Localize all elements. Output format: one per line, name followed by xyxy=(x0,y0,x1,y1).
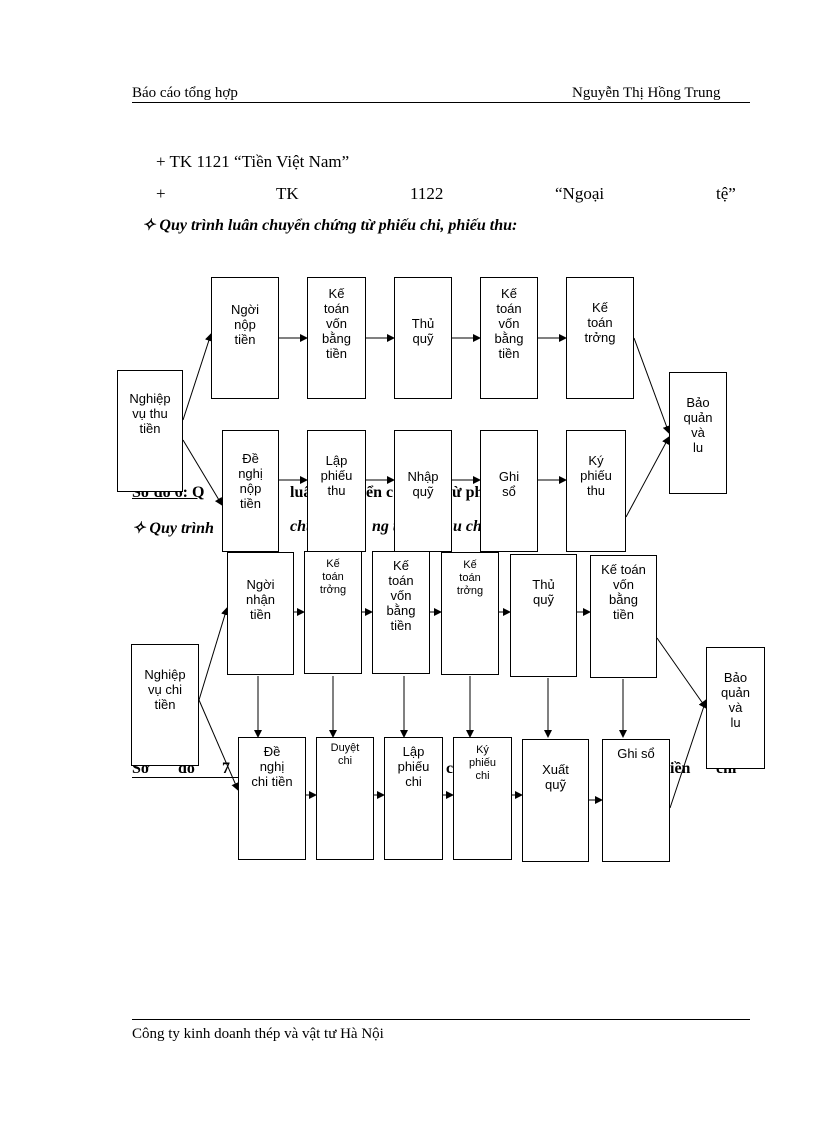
chi-bottom-label-3: Lập phiếu chi xyxy=(397,744,430,789)
chi-top-label-1: Ngời nhận tiền xyxy=(246,577,275,622)
chi-bottom-node-4: Ký phiếu chi xyxy=(453,737,512,860)
chi-top-node-4: Kế toán trởng xyxy=(441,552,499,675)
chi-top-node-1: Ngời nhận tiền xyxy=(227,552,294,675)
thu-top-label-4: Kế toán vốn bằng tiền xyxy=(494,286,524,361)
header-right: Nguyễn Thị Hồng Trung xyxy=(572,85,721,101)
thu-bottom-label-1: Đề nghị nộp tiền xyxy=(238,451,263,511)
tk-1122-ngoai: “Ngoại xyxy=(555,184,605,203)
thu-top-node-2: Kế toán vốn bằng tiền xyxy=(307,277,366,399)
footer-text: Công ty kinh doanh thép và vật tư Hà Nội xyxy=(132,1026,384,1042)
chi-top-label-6: Kế toán vốn bằng tiền xyxy=(601,562,646,622)
chi-bottom-label-4: Ký phiếu chi xyxy=(469,744,496,782)
caption-so-do-7-tien: iền xyxy=(670,760,691,777)
chi-bottom-label-2: Duyệt chi xyxy=(330,742,360,767)
thu-start-node: Nghiệp vụ thu tiền xyxy=(117,370,183,492)
chi-bottom-label-5: Xuất quỹ xyxy=(542,762,569,792)
thu-end-label: Bảo quản và lu xyxy=(683,395,713,455)
chi-top-label-2: Kế toán trởng xyxy=(319,558,347,596)
chi-start-node: Nghiệp vụ chi tiền xyxy=(131,644,199,766)
thu-start-label: Nghiệp vụ thu tiền xyxy=(129,391,171,436)
chi-top-node-2: Kế toán trởng xyxy=(304,551,362,674)
thu-bottom-label-3: Nhập quỹ xyxy=(407,469,439,499)
thu-top-label-3: Thủ quỹ xyxy=(411,316,435,346)
chi-bottom-label-1: Đề nghị chi tiền xyxy=(251,744,293,789)
chi-bottom-label-6: Ghi sổ xyxy=(617,746,655,761)
tk-1122-tk: TK xyxy=(276,184,299,203)
chi-end-label: Bảo quản và lu xyxy=(721,670,750,730)
thu-top-node-3: Thủ quỹ xyxy=(394,277,452,399)
thu-bottom-node-1: Đề nghị nộp tiền xyxy=(222,430,279,552)
heading-chi-fragment-b: ng t xyxy=(372,518,398,535)
thu-top-node-5: Kế toán trởng xyxy=(566,277,634,399)
thu-top-label-2: Kế toán vốn bằng tiền xyxy=(322,286,351,361)
chi-bottom-node-6: Ghi sổ xyxy=(602,739,670,862)
chi-top-label-5: Thủ quỹ xyxy=(532,577,555,607)
thu-top-node-4: Kế toán vốn bằng tiền xyxy=(480,277,538,399)
thu-bottom-node-5: Ký phiếu thu xyxy=(566,430,626,552)
chi-start-label: Nghiệp vụ chi tiền xyxy=(144,667,186,712)
caption-7-underline xyxy=(132,777,242,778)
chi-top-label-3: Kế toán vốn bằng tiền xyxy=(386,558,416,633)
thu-top-label-5: Kế toán trởng xyxy=(584,300,616,345)
caption-6-fragment-b: ển c xyxy=(366,484,394,501)
heading-chi-process: ✧ Quy trình xyxy=(132,520,214,537)
heading-thu-process: ✧ Quy trình luân chuyển chứng từ phiếu c… xyxy=(142,217,518,234)
chi-bottom-node-2: Duyệt chi xyxy=(316,737,374,860)
chi-bottom-node-1: Đề nghị chi tiền xyxy=(238,737,306,860)
thu-bottom-label-5: Ký phiếu thu xyxy=(580,453,612,498)
thu-bottom-node-2: Lập phiếu thu xyxy=(307,430,366,552)
chi-end-node: Bảo quản và lu xyxy=(706,647,765,769)
thu-top-node-1: Ngời nộp tiền xyxy=(211,277,279,399)
caption-6-fragment-c: ừ ph xyxy=(452,484,484,501)
chi-top-label-4: Kế toán trởng xyxy=(456,559,484,597)
thu-bottom-label-4: Ghi sổ xyxy=(498,469,520,499)
chi-bottom-node-5: Xuất quỹ xyxy=(522,739,589,862)
thu-end-node: Bảo quản và lu xyxy=(669,372,727,494)
chi-top-node-3: Kế toán vốn bằng tiền xyxy=(372,551,430,674)
chi-top-node-6: Kế toán vốn bằng tiền xyxy=(590,555,657,678)
tk-1122-te: tệ” xyxy=(716,184,736,203)
footer-rule xyxy=(132,1019,750,1020)
heading-chi-fragment-c: u chi xyxy=(453,518,487,535)
tk-1122-plus: + xyxy=(156,184,166,203)
caption-6-fragment-a: luâ xyxy=(290,484,312,501)
header-left: Báo cáo tổng hợp xyxy=(132,85,238,101)
thu-top-label-1: Ngời nộp tiền xyxy=(230,302,260,347)
chi-bottom-node-3: Lập phiếu chi xyxy=(384,737,443,860)
chi-top-node-5: Thủ quỹ xyxy=(510,554,577,677)
caption-so-do-7-c: c xyxy=(446,760,454,777)
header-rule xyxy=(132,102,750,103)
thu-bottom-node-4: Ghi sổ xyxy=(480,430,538,552)
caption-so-do-7-num: 7 xyxy=(222,760,230,777)
thu-bottom-label-2: Lập phiếu thu xyxy=(320,453,353,498)
thu-bottom-node-3: Nhập quỹ xyxy=(394,430,452,552)
tk-1121-line: + TK 1121 “Tiền Việt Nam” xyxy=(156,152,350,171)
tk-1122-number: 1122 xyxy=(410,184,444,203)
